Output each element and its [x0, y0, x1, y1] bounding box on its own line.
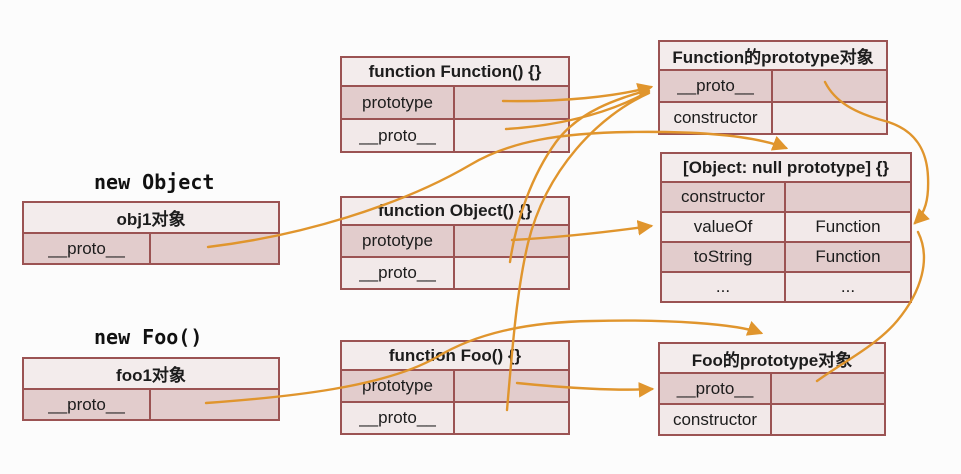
row-label: __proto__	[24, 390, 151, 419]
row-label: prototype	[342, 371, 455, 401]
table-row: constructor	[662, 181, 910, 211]
table-row: __proto__	[24, 388, 278, 419]
row-label: constructor	[660, 405, 772, 434]
table-row: __proto__	[660, 69, 886, 101]
table-obj1: obj1对象 __proto__	[22, 201, 280, 265]
new-object-label: new Object	[94, 170, 215, 194]
row-label: prototype	[342, 226, 455, 256]
row-label: __proto__	[342, 120, 455, 151]
table-function-prototype-obj: Function的prototype对象 __proto__ construct…	[658, 40, 888, 135]
table-function-object: function Object() {} prototype __proto__	[340, 196, 570, 290]
row-value	[455, 371, 568, 401]
row-label: __proto__	[660, 71, 773, 101]
row-value	[455, 226, 568, 256]
table-row: __proto__	[660, 372, 884, 403]
table-row: valueOf Function	[662, 211, 910, 241]
row-value	[455, 258, 568, 288]
row-value	[151, 234, 278, 263]
table-function-foo: function Foo() {} prototype __proto__	[340, 340, 570, 435]
table-row: __proto__	[342, 401, 568, 433]
table-row: prototype	[342, 85, 568, 118]
row-label: __proto__	[24, 234, 151, 263]
table-title: Function的prototype对象	[660, 42, 886, 69]
row-label: prototype	[342, 87, 455, 118]
table-title: obj1对象	[24, 203, 278, 232]
table-row: __proto__	[342, 118, 568, 151]
row-label: toString	[662, 243, 786, 271]
row-value: ...	[840, 277, 856, 296]
row-value	[455, 120, 568, 151]
table-foo1: foo1对象 __proto__	[22, 357, 280, 421]
row-value: Function	[815, 247, 881, 266]
table-title: Foo的prototype对象	[660, 344, 884, 372]
row-label: ...	[662, 273, 786, 301]
row-value	[455, 87, 568, 118]
table-title: [Object: null prototype] {}	[662, 154, 910, 181]
table-object-null-prototype: [Object: null prototype] {} constructor …	[660, 152, 912, 303]
row-label: __proto__	[342, 258, 455, 288]
row-label: __proto__	[342, 403, 455, 433]
table-title: function Foo() {}	[342, 342, 568, 369]
row-value	[772, 405, 884, 434]
table-row: prototype	[342, 224, 568, 256]
row-label: __proto__	[660, 374, 772, 403]
row-value	[455, 403, 568, 433]
table-title: function Object() {}	[342, 198, 568, 224]
table-row: __proto__	[342, 256, 568, 288]
row-label: constructor	[660, 103, 773, 133]
new-foo-label: new Foo()	[94, 325, 203, 349]
table-row: constructor	[660, 101, 886, 133]
row-value	[773, 103, 886, 133]
table-function-function: function Function() {} prototype __proto…	[340, 56, 570, 153]
row-label: valueOf	[662, 213, 786, 241]
row-value	[772, 374, 884, 403]
table-row: ... ...	[662, 271, 910, 301]
table-row: prototype	[342, 369, 568, 401]
row-value	[151, 390, 278, 419]
row-value	[773, 71, 886, 101]
table-title: function Function() {}	[342, 58, 568, 85]
row-value: Function	[815, 217, 881, 236]
table-title: foo1对象	[24, 359, 278, 388]
table-row: constructor	[660, 403, 884, 434]
row-label: constructor	[662, 183, 786, 211]
row-value	[786, 183, 910, 211]
table-foo-prototype-obj: Foo的prototype对象 __proto__ constructor	[658, 342, 886, 436]
table-row: __proto__	[24, 232, 278, 263]
table-row: toString Function	[662, 241, 910, 271]
